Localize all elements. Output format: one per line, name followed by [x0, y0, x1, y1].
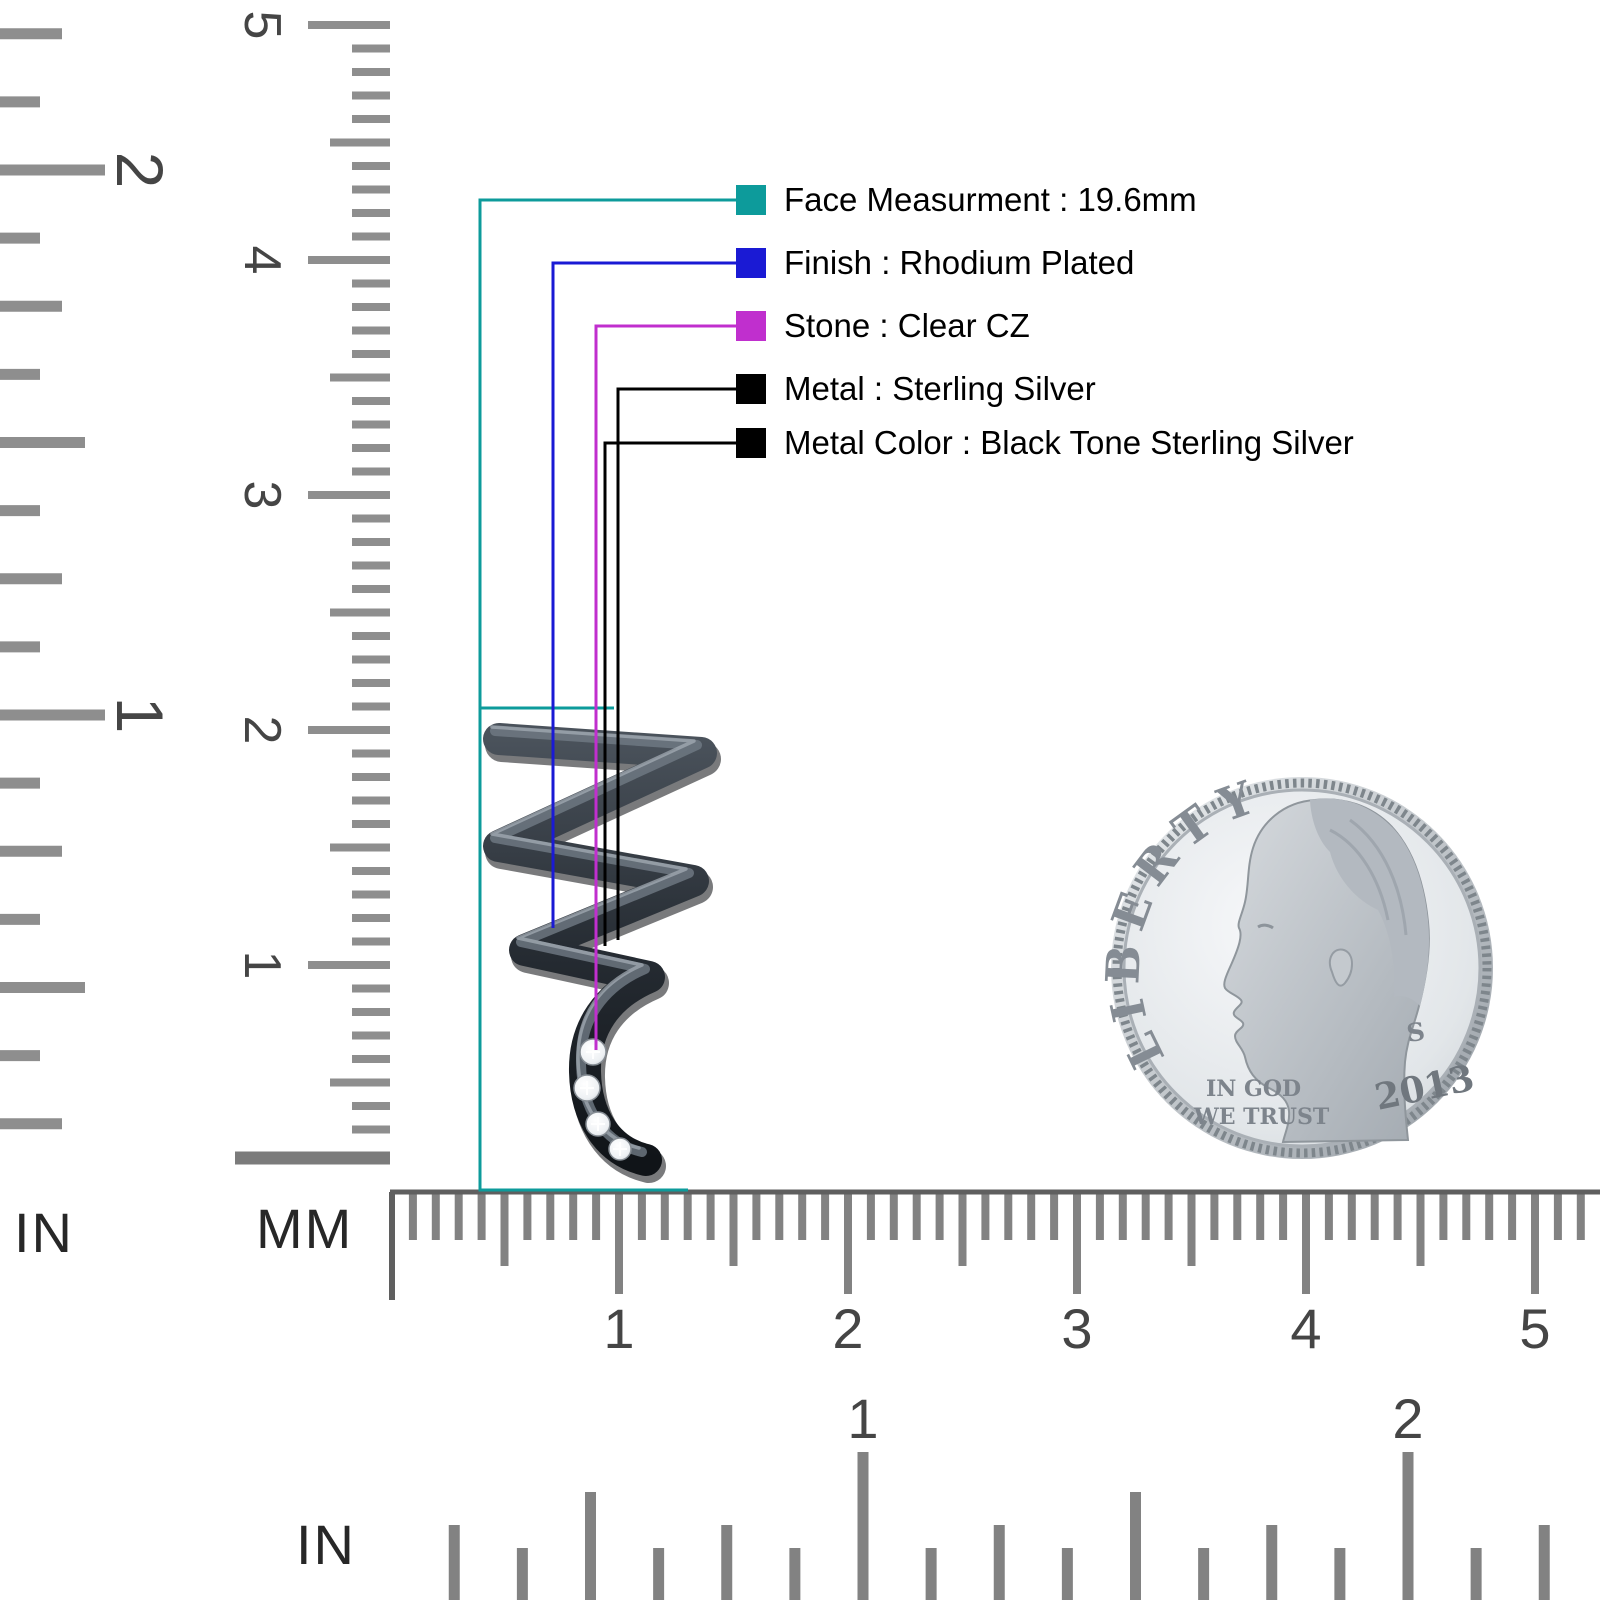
- coin-motto-line1: IN GOD: [1206, 1076, 1301, 1102]
- callout-line-finish: [551, 261, 751, 928]
- hruler-inch-number-1: 1: [847, 1387, 879, 1450]
- dime-coin: LIBERTY IN GOD WE TRUST 2013 S: [1095, 767, 1493, 1159]
- callout-row-metal: Metal : Sterling Silver: [736, 369, 1096, 409]
- unit-label-in: IN: [14, 1201, 74, 1264]
- coin-motto-line2: WE TRUST: [1193, 1104, 1330, 1130]
- finish-label: Finish : Rhodium Plated: [784, 244, 1135, 281]
- callout-line-metal: [616, 387, 751, 940]
- callout-row-metal-color: Metal Color : Black Tone Sterling Silver: [736, 423, 1354, 463]
- vruler-cm-number-1: 1: [233, 950, 291, 980]
- hruler-cm-number-5: 5: [1519, 1297, 1551, 1360]
- hruler-cm-number-2: 2: [832, 1297, 864, 1360]
- roosevelt-ear: [1328, 948, 1353, 987]
- vruler-cm-number-5: 5: [233, 10, 291, 40]
- metal-label: Metal : Sterling Silver: [784, 370, 1096, 407]
- pendant: [483, 723, 721, 1183]
- hruler-cm-number-4: 4: [1290, 1297, 1322, 1360]
- roosevelt-hair: [1310, 798, 1430, 1006]
- pendant-body: [483, 723, 717, 1176]
- pendant-stones: [573, 1038, 632, 1161]
- vruler-cm-number-3: 3: [233, 480, 291, 510]
- metal-marker: [736, 374, 766, 404]
- hruler-inch-number-2: 2: [1392, 1387, 1424, 1450]
- vruler-inch-number-2: 2: [103, 151, 177, 189]
- coin-reeded-edge: [1112, 778, 1492, 1158]
- hruler-cm-number-1: 1: [603, 1297, 635, 1360]
- face-measurement-label: Face Measurment : 19.6mm: [784, 181, 1197, 218]
- callout-line-stone: [594, 324, 751, 1050]
- hruler-cm-number-3: 3: [1061, 1297, 1093, 1360]
- vruler-inch-number-1: 1: [103, 696, 177, 734]
- vruler-cm-number-4: 4: [233, 245, 291, 275]
- callout-line-metal-color: [603, 441, 751, 946]
- finish-marker: [736, 248, 766, 278]
- hair-strand-2: [1349, 818, 1408, 936]
- metal-color-marker: [736, 428, 766, 458]
- roosevelt-eye: [1257, 923, 1274, 930]
- coin-mint-mark: S: [1405, 1017, 1427, 1048]
- callout-row-face: Face Measurment : 19.6mm: [736, 180, 1197, 220]
- face-measurement-marker: [736, 185, 766, 215]
- hair-strand-1: [1329, 828, 1390, 921]
- metal-color-label: Metal Color : Black Tone Sterling Silver: [784, 424, 1354, 461]
- ruler-ticks: [0, 21, 1585, 1600]
- unit-label-in-bottom: IN: [296, 1513, 356, 1576]
- callout-row-stone: Stone : Clear CZ: [736, 306, 1030, 346]
- stone-sparkles: [580, 1045, 627, 1156]
- callout-line-face-measurement: [478, 198, 751, 1192]
- stone-marker: [736, 311, 766, 341]
- callout-row-finish: Finish : Rhodium Plated: [736, 243, 1134, 283]
- stone-label: Stone : Clear CZ: [784, 307, 1030, 344]
- unit-label-mm: MM: [256, 1197, 354, 1260]
- vruler-cm-number-2: 2: [233, 715, 291, 745]
